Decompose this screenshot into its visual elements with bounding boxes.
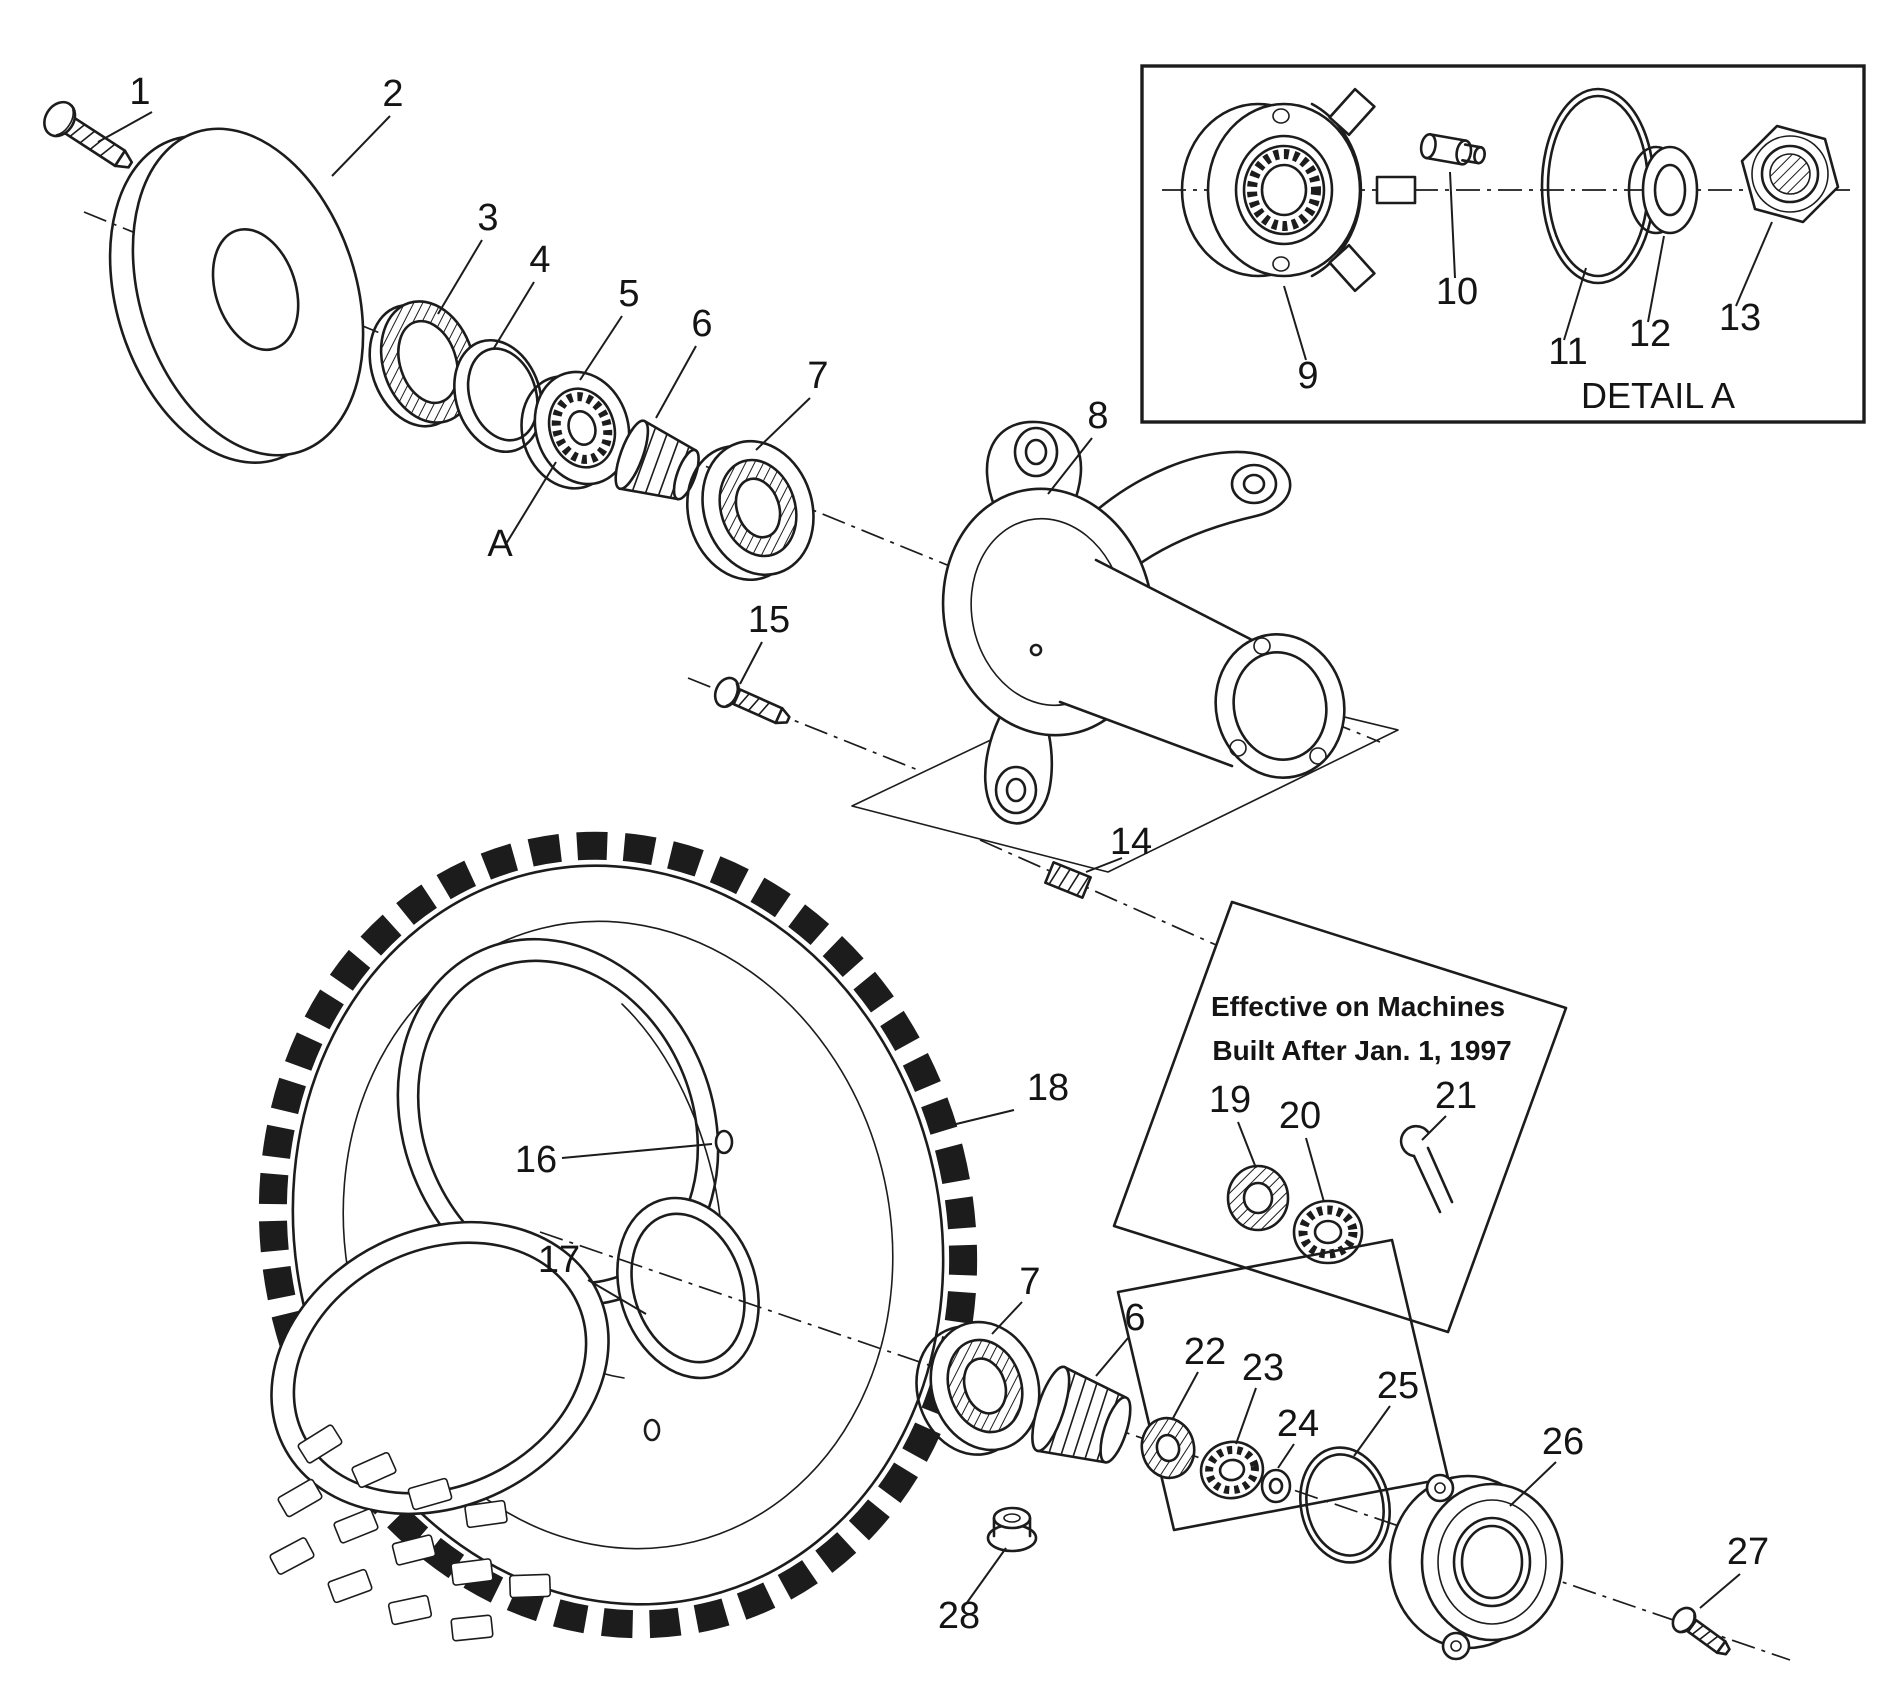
- washer-19: [1226, 1164, 1290, 1232]
- centerline-lower-axis: [539, 1231, 1791, 1661]
- bearing-6-lower: [1031, 1365, 1132, 1464]
- part-label-18: 18: [1027, 1067, 1069, 1109]
- cup-washer-12: [1627, 145, 1699, 235]
- part-label-10: 10: [1436, 271, 1478, 313]
- part-label-8: 8: [1087, 395, 1108, 437]
- part-label-14: 14: [1110, 821, 1152, 863]
- part-label-20: 20: [1279, 1095, 1321, 1137]
- tread-blocks: [269, 1424, 552, 1642]
- part-labels: 1 2 3 4 5 6 7 8 A 15 14 18 16 17 7 6 22 …: [129, 71, 1769, 1637]
- part-label-22: 22: [1184, 1331, 1226, 1373]
- part-label-3: 3: [477, 197, 498, 239]
- detail-a-title: DETAIL A: [1581, 375, 1735, 416]
- part-label-7: 7: [807, 355, 828, 397]
- nut-23: [1199, 1440, 1265, 1500]
- part-label-7-lower: 7: [1019, 1261, 1040, 1303]
- spring-14: [1044, 861, 1092, 899]
- ring-3: [368, 300, 477, 428]
- part-label-28: 28: [938, 1595, 980, 1637]
- part-label-16: 16: [515, 1139, 557, 1181]
- hub-cap-26: [1388, 1473, 1564, 1661]
- part-label-23: 23: [1242, 1347, 1284, 1389]
- note-line-1: Effective on Machines: [1211, 991, 1505, 1022]
- washer-2: [108, 127, 365, 464]
- bearing-6-upper: [614, 419, 700, 501]
- part-label-12: 12: [1629, 313, 1671, 355]
- detail-a-box: DETAIL A: [1140, 64, 1866, 424]
- leader-lines: [97, 111, 1773, 1609]
- part-label-15: 15: [748, 599, 790, 641]
- part-label-5: 5: [618, 273, 639, 315]
- part-label-27: 27: [1727, 1531, 1769, 1573]
- part-label-24: 24: [1277, 1403, 1319, 1445]
- hub-carrier-8: [941, 420, 1346, 825]
- hex-nut-13: [1740, 124, 1840, 224]
- locknut-20: [1292, 1199, 1364, 1265]
- part-label-6-lower: 6: [1124, 1297, 1145, 1339]
- o-ring-25: [1299, 1446, 1391, 1564]
- snap-ring-4: [453, 338, 543, 454]
- washer-22: [1140, 1416, 1196, 1480]
- nut-28: [986, 1506, 1038, 1553]
- note-line-2: Built After Jan. 1, 1997: [1212, 1035, 1511, 1066]
- part-label-4: 4: [529, 239, 550, 281]
- bolt-15: [713, 676, 791, 725]
- section-label-a: A: [487, 523, 513, 565]
- part-label-2: 2: [382, 73, 403, 115]
- part-label-21: 21: [1435, 1075, 1477, 1117]
- washer-24: [1260, 1468, 1292, 1504]
- part-label-1: 1: [129, 71, 150, 113]
- screw-1: [43, 100, 134, 169]
- drive-hub-9: [1180, 87, 1417, 293]
- splined-hub-5: [520, 370, 631, 490]
- wheel-dish-17: [270, 1220, 610, 1516]
- wheel-rim-16: [270, 937, 760, 1516]
- part-label-13: 13: [1719, 297, 1761, 339]
- part-label-19: 19: [1209, 1079, 1251, 1121]
- screw-27: [1671, 1606, 1731, 1656]
- part-label-26: 26: [1542, 1421, 1584, 1463]
- note-box: Effective on Machines Built After Jan. 1…: [1112, 900, 1568, 1334]
- part-label-25: 25: [1377, 1365, 1419, 1407]
- part-label-17: 17: [538, 1239, 580, 1281]
- cotter-clip-21: [1399, 1124, 1454, 1214]
- spacer-7-lower: [915, 1320, 1041, 1456]
- part-label-6: 6: [691, 303, 712, 345]
- part-label-11: 11: [1548, 331, 1587, 373]
- part-label-9: 9: [1297, 355, 1318, 397]
- spacer-7-upper: [685, 439, 815, 582]
- pin-10: [1419, 132, 1486, 166]
- tire-18: [258, 831, 978, 1642]
